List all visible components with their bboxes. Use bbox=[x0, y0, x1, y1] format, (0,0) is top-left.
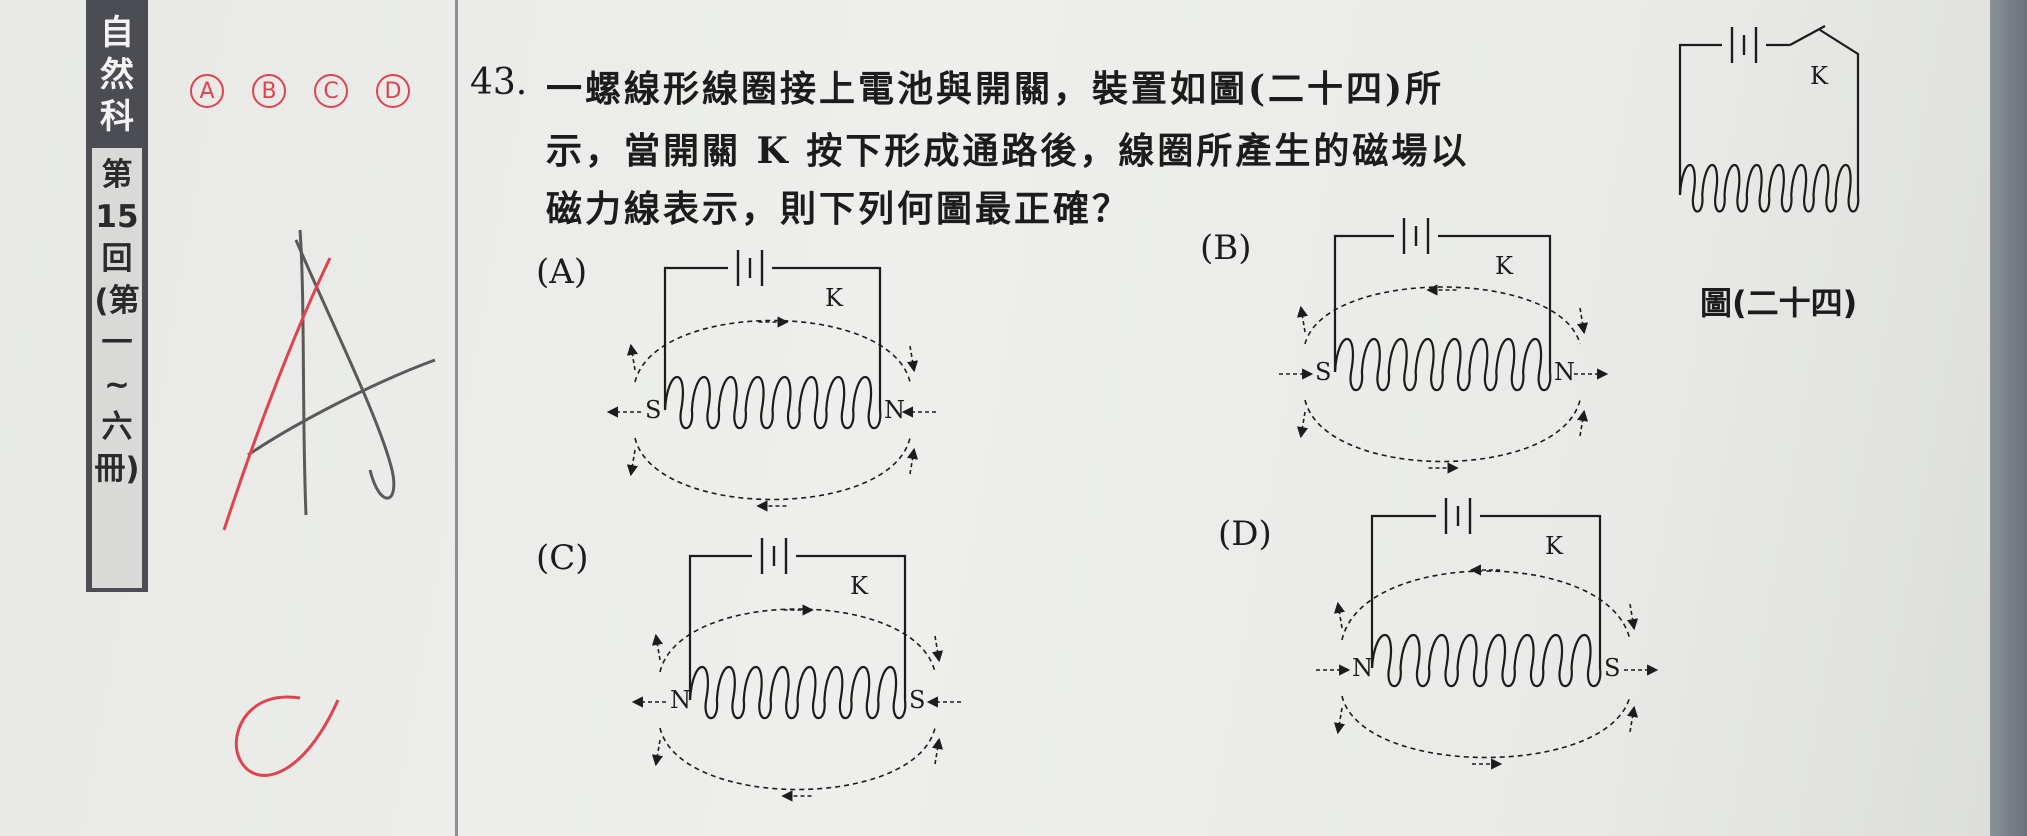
field-line-top bbox=[1341, 570, 1631, 641]
round-box: 第15回(第一~六冊) bbox=[92, 148, 142, 588]
switch-label: K bbox=[1545, 532, 1564, 560]
side-tab: 自然科 第15回(第一~六冊) bbox=[86, 0, 148, 592]
wire bbox=[1370, 514, 1602, 668]
field-line-top bbox=[659, 608, 936, 673]
wire bbox=[688, 554, 907, 700]
right-pole: N bbox=[884, 396, 905, 424]
column-divider bbox=[455, 0, 458, 836]
wire bbox=[1333, 234, 1552, 372]
field-arrow-right-down bbox=[1577, 409, 1589, 437]
left-pole: S bbox=[1315, 358, 1331, 386]
field-arrow-left-down bbox=[626, 449, 638, 477]
field-arrow-left-up bbox=[1296, 305, 1308, 333]
field-arrow-left-up bbox=[651, 633, 663, 661]
figure-caption: 圖(二十四) bbox=[1700, 284, 1858, 322]
question-line-3: 磁力線表示，則下列何圖最正確？ bbox=[546, 188, 1132, 230]
field-line-bottom bbox=[659, 727, 936, 791]
field-arrow-right-down bbox=[932, 737, 944, 765]
right-pole: S bbox=[909, 686, 925, 714]
switch-label: K bbox=[825, 284, 844, 312]
right-pole: N bbox=[1554, 358, 1575, 386]
page-edge bbox=[1990, 0, 2027, 836]
field-line-bottom bbox=[1304, 399, 1581, 463]
option-c-label: (C) bbox=[536, 538, 589, 578]
field-arrow-left-up bbox=[1333, 601, 1345, 629]
coil bbox=[663, 376, 882, 430]
field-arrow-left-up bbox=[626, 343, 638, 371]
field-arrow-right-up bbox=[932, 635, 944, 663]
field-arrow-right-up bbox=[1627, 603, 1639, 631]
field-arrow-right-up bbox=[907, 345, 919, 373]
round-label: 第15回(第一~六冊) bbox=[94, 157, 140, 487]
left-pole: N bbox=[1352, 654, 1373, 682]
question-number: 43. bbox=[470, 62, 528, 103]
field-arrow-left-down bbox=[651, 739, 663, 767]
option-b-label: (B) bbox=[1200, 228, 1252, 268]
field-line-top bbox=[1304, 286, 1581, 345]
right-pole: S bbox=[1604, 654, 1620, 682]
left-pole: N bbox=[670, 686, 691, 714]
field-arrow-right-down bbox=[1627, 705, 1639, 733]
coil bbox=[1370, 634, 1602, 688]
choice-a[interactable]: A bbox=[190, 74, 224, 108]
wire bbox=[663, 266, 882, 410]
option-a-label: (A) bbox=[536, 252, 588, 292]
choice-b[interactable]: B bbox=[252, 74, 286, 108]
reference-figure: K bbox=[1678, 25, 1860, 213]
option-a-diagram: K S N bbox=[606, 250, 936, 512]
left-pole: S bbox=[645, 396, 661, 424]
question-line-1: 一螺線形線圈接上電池與開關，裝置如圖(二十四)所 bbox=[546, 68, 1445, 110]
wire bbox=[1678, 29, 1860, 195]
coil bbox=[1678, 163, 1860, 213]
choice-d[interactable]: D bbox=[376, 74, 410, 108]
open-switch bbox=[1789, 25, 1826, 46]
answer-choices: A B C D bbox=[190, 74, 410, 108]
subject-label: 自然科 bbox=[100, 13, 134, 137]
field-arrow-left-down bbox=[1296, 411, 1308, 439]
option-c-diagram: K N S bbox=[631, 538, 961, 802]
switch-label: K bbox=[1495, 252, 1514, 280]
coil bbox=[688, 666, 907, 720]
handwritten-c-mark bbox=[234, 695, 340, 777]
field-line-bottom bbox=[634, 437, 911, 501]
choice-c[interactable]: C bbox=[314, 74, 348, 108]
field-line-bottom bbox=[1341, 695, 1631, 759]
field-arrow-right-up bbox=[1577, 307, 1589, 335]
switch-label: K bbox=[1810, 62, 1829, 90]
option-b-diagram: K S N bbox=[1279, 218, 1609, 474]
handwritten-a-mark bbox=[222, 229, 436, 531]
option-d-diagram: K N S bbox=[1316, 498, 1659, 770]
field-arrow-right-down bbox=[907, 447, 919, 475]
field-line-top bbox=[634, 319, 911, 383]
coil bbox=[1333, 338, 1552, 392]
option-d-label: (D) bbox=[1218, 514, 1272, 554]
field-arrow-left-down bbox=[1333, 707, 1345, 735]
question-line-2: 示，當開關 K 按下形成通路後，線圈所產生的磁場以 bbox=[546, 130, 1470, 172]
switch-label: K bbox=[850, 572, 869, 600]
